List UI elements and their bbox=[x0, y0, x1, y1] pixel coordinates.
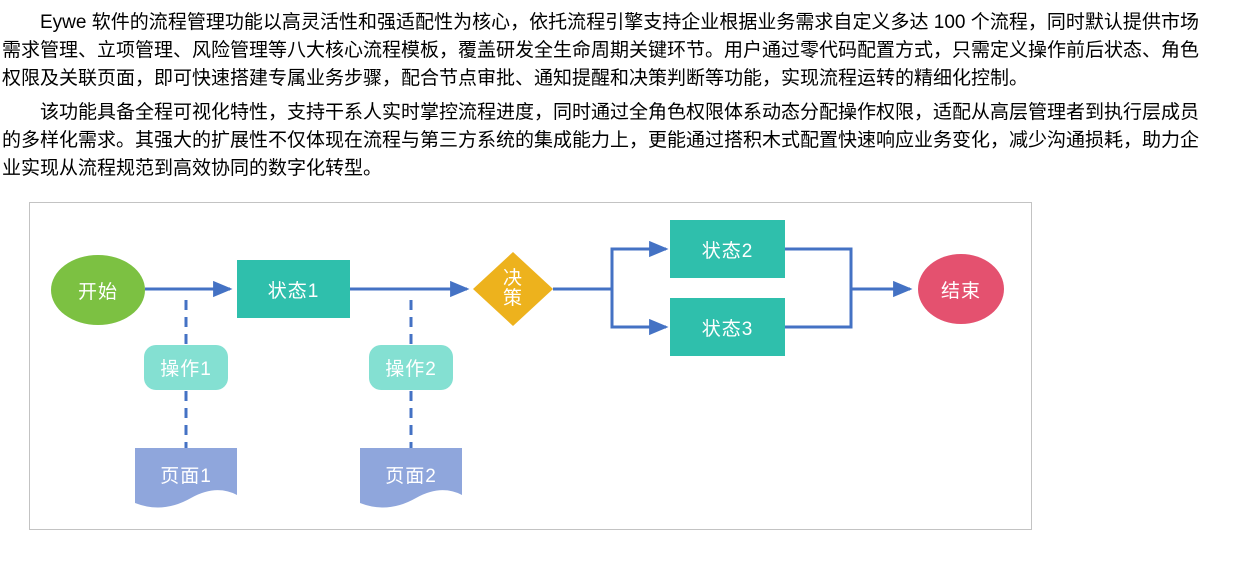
node-state3-label: 状态3 bbox=[701, 318, 754, 340]
flowchart-node-page2: 页面2 bbox=[360, 448, 462, 514]
node-action1-label: 操作1 bbox=[160, 359, 212, 380]
node-end-label: 结束 bbox=[940, 280, 981, 302]
edge-decision-state3 bbox=[610, 289, 669, 336]
paragraph-1: Eywe 软件的流程管理功能以高灵活性和强适配性为核心，依托流程引擎支持企业根据… bbox=[2, 12, 1200, 89]
node-action2-label: 操作2 bbox=[385, 359, 437, 380]
flowchart-node-end: 结束 bbox=[918, 254, 1004, 324]
edge-state2-merge bbox=[785, 247, 853, 289]
node-state2-label: 状态2 bbox=[701, 240, 754, 262]
document-shape-icon bbox=[360, 448, 462, 508]
node-page1-label: 页面1 bbox=[160, 465, 212, 487]
node-start-label: 开始 bbox=[77, 281, 118, 303]
document-body: Eywe 软件的流程管理功能以高灵活性和强适配性为核心，依托流程引擎支持企业根据… bbox=[2, 12, 1200, 530]
edge-decision-state2 bbox=[610, 240, 669, 289]
flowchart-node-state2: 状态2 bbox=[670, 220, 785, 278]
node-decision-label: 决策 bbox=[502, 268, 523, 309]
node-page2-label: 页面2 bbox=[385, 465, 437, 487]
paragraph-2: 该功能具备全程可视化特性，支持干系人实时掌控流程进度，同时通过全角色权限体系动态… bbox=[2, 102, 1200, 179]
flowchart-node-state3: 状态3 bbox=[670, 298, 785, 356]
flowchart-node-start: 开始 bbox=[51, 255, 145, 325]
edge-state3-merge bbox=[785, 289, 853, 329]
document-shape-icon bbox=[135, 448, 237, 508]
node-state1-label: 状态1 bbox=[267, 280, 320, 302]
flowchart-node-state1: 状态1 bbox=[237, 260, 350, 318]
flowchart-figure: 开始 状态1 决策 状态2 状态3 结束 操作1 操作2 页面1 bbox=[29, 202, 1032, 530]
flowchart-node-action1: 操作1 bbox=[144, 345, 228, 390]
flowchart-connectors bbox=[145, 240, 913, 448]
flowchart-node-page1: 页面1 bbox=[135, 448, 237, 514]
flowchart-node-action2: 操作2 bbox=[369, 345, 453, 390]
